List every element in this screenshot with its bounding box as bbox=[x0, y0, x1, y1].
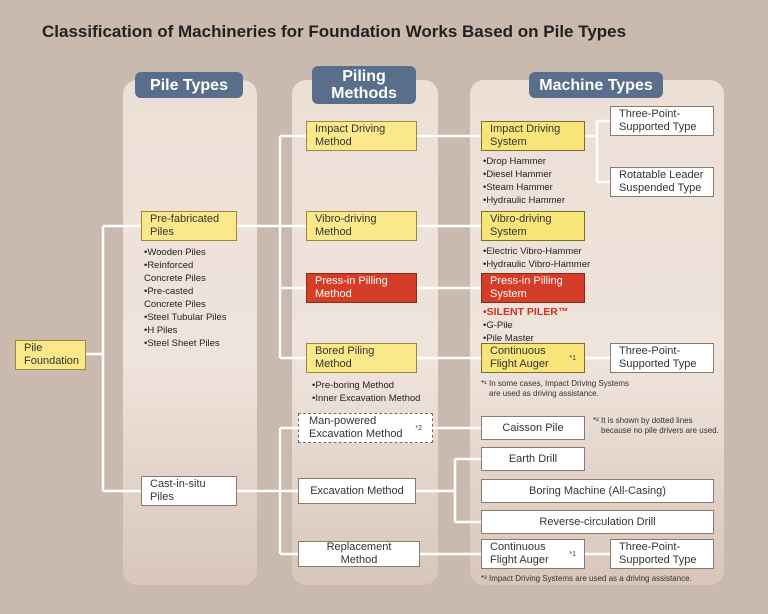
cast-in-situ-piles-box: Cast-in-situ Piles bbox=[141, 476, 237, 506]
note-1-line-2: are used as driving assistance. bbox=[489, 389, 599, 398]
list-item: •Hydraulic Hammer bbox=[483, 195, 565, 206]
machine-types-header: Machine Types bbox=[529, 72, 663, 98]
boring-machine-box: Boring Machine (All-Casing) bbox=[481, 479, 714, 503]
press-in-piling-method-box: Press-in Pilling Method bbox=[306, 273, 417, 303]
impact-driving-list: •Drop Hammer •Diesel Hammer •Steam Hamme… bbox=[483, 155, 565, 207]
bored-piling-list: •Pre-boring Method •Inner Excavation Met… bbox=[312, 379, 420, 405]
list-item: •Wooden Piles bbox=[144, 247, 206, 258]
list-item: •Steam Hammer bbox=[483, 182, 553, 193]
list-item: •Electric Vibro-Hammer bbox=[483, 246, 582, 257]
three-point-supported-type-box-3: Three-Point-Supported Type bbox=[610, 539, 714, 569]
earth-drill-box: Earth Drill bbox=[481, 447, 585, 471]
page-title: Classification of Machineries for Founda… bbox=[42, 22, 627, 41]
prefabricated-piles-list: •Wooden Piles •Reinforced Concrete Piles… bbox=[144, 246, 244, 350]
vibro-driving-system-box: Vibro-driving System bbox=[481, 211, 585, 241]
list-item: •Drop Hammer bbox=[483, 156, 546, 167]
list-item: •Steel Sheet Piles bbox=[144, 338, 220, 349]
note-marker-2: *2 bbox=[415, 424, 422, 432]
note-marker-1b: *1 bbox=[569, 550, 576, 558]
prefabricated-piles-box: Pre-fabricated Piles bbox=[141, 211, 237, 241]
bored-piling-method-box: Bored Piling Method bbox=[306, 343, 417, 373]
note-1-line-1: *¹ In some cases, Impact Driving Systems bbox=[481, 379, 630, 388]
reverse-circulation-drill-box: Reverse-circulation Drill bbox=[481, 510, 714, 534]
list-item: •G-Pile bbox=[483, 320, 513, 331]
excavation-method-box: Excavation Method bbox=[298, 478, 416, 504]
note-marker-1: *1 bbox=[569, 354, 576, 362]
impact-driving-system-box: Impact Driving System bbox=[481, 121, 585, 151]
pile-foundation-box: Pile Foundation bbox=[15, 340, 86, 370]
note-1: *¹ In some cases, Impact Driving Systems… bbox=[481, 379, 629, 399]
cfa-label: Continuous Flight Auger bbox=[490, 345, 549, 370]
list-item: •Inner Excavation Method bbox=[312, 393, 421, 404]
impact-driving-method-box: Impact Driving Method bbox=[306, 121, 417, 151]
note-2-line-2: because no pile drivers are used. bbox=[601, 426, 719, 435]
man-powered-excavation-box: Man-powered Excavation Method *2 bbox=[298, 413, 433, 443]
press-in-piling-system-box: Press-in Pilling System bbox=[481, 273, 585, 303]
list-item: •Pre-boring Method bbox=[312, 380, 395, 391]
vibro-driving-method-box: Vibro-driving Method bbox=[306, 211, 417, 241]
caisson-pile-box: Caisson Pile bbox=[481, 416, 585, 440]
list-item: •H Piles bbox=[144, 325, 178, 336]
list-item: •Steel Tubular Piles bbox=[144, 312, 227, 323]
replacement-method-box: Replacement Method bbox=[298, 541, 420, 567]
rotatable-leader-suspended-type-box: Rotatable Leader Suspended Type bbox=[610, 167, 714, 197]
list-item: •Pile Master bbox=[483, 333, 534, 344]
three-point-supported-type-box: Three-Point-Supported Type bbox=[610, 106, 714, 136]
silent-piler-label: •SILENT PILER™ bbox=[483, 306, 569, 318]
piling-methods-header: Piling Methods bbox=[312, 66, 416, 104]
man-powered-excavation-label: Man-powered Excavation Method bbox=[309, 415, 403, 440]
note-3: *³ Impact Driving Systems are used as a … bbox=[481, 574, 692, 583]
vibro-driving-list: •Electric Vibro-Hammer •Hydraulic Vibro-… bbox=[483, 245, 590, 271]
list-item: •Diesel Hammer bbox=[483, 169, 552, 180]
note-2-line-1: *² It is shown by dotted lines bbox=[593, 416, 693, 425]
note-2: *² It is shown by dotted lines because n… bbox=[593, 416, 719, 436]
continuous-flight-auger-box: Continuous Flight Auger *1 bbox=[481, 343, 585, 373]
three-point-supported-type-box-2: Three-Point-Supported Type bbox=[610, 343, 714, 373]
continuous-flight-auger-box-2: Continuous Flight Auger *1 bbox=[481, 539, 585, 569]
cfa-2-label: Continuous Flight Auger bbox=[490, 541, 549, 566]
list-item: •Hydraulic Vibro-Hammer bbox=[483, 259, 591, 270]
pile-types-header: Pile Types bbox=[135, 72, 243, 98]
list-item: •Pre-casted Concrete Piles bbox=[144, 286, 206, 310]
press-in-list: •SILENT PILER™ •G-Pile •Pile Master bbox=[483, 306, 568, 345]
list-item: •Reinforced Concrete Piles bbox=[144, 260, 206, 284]
